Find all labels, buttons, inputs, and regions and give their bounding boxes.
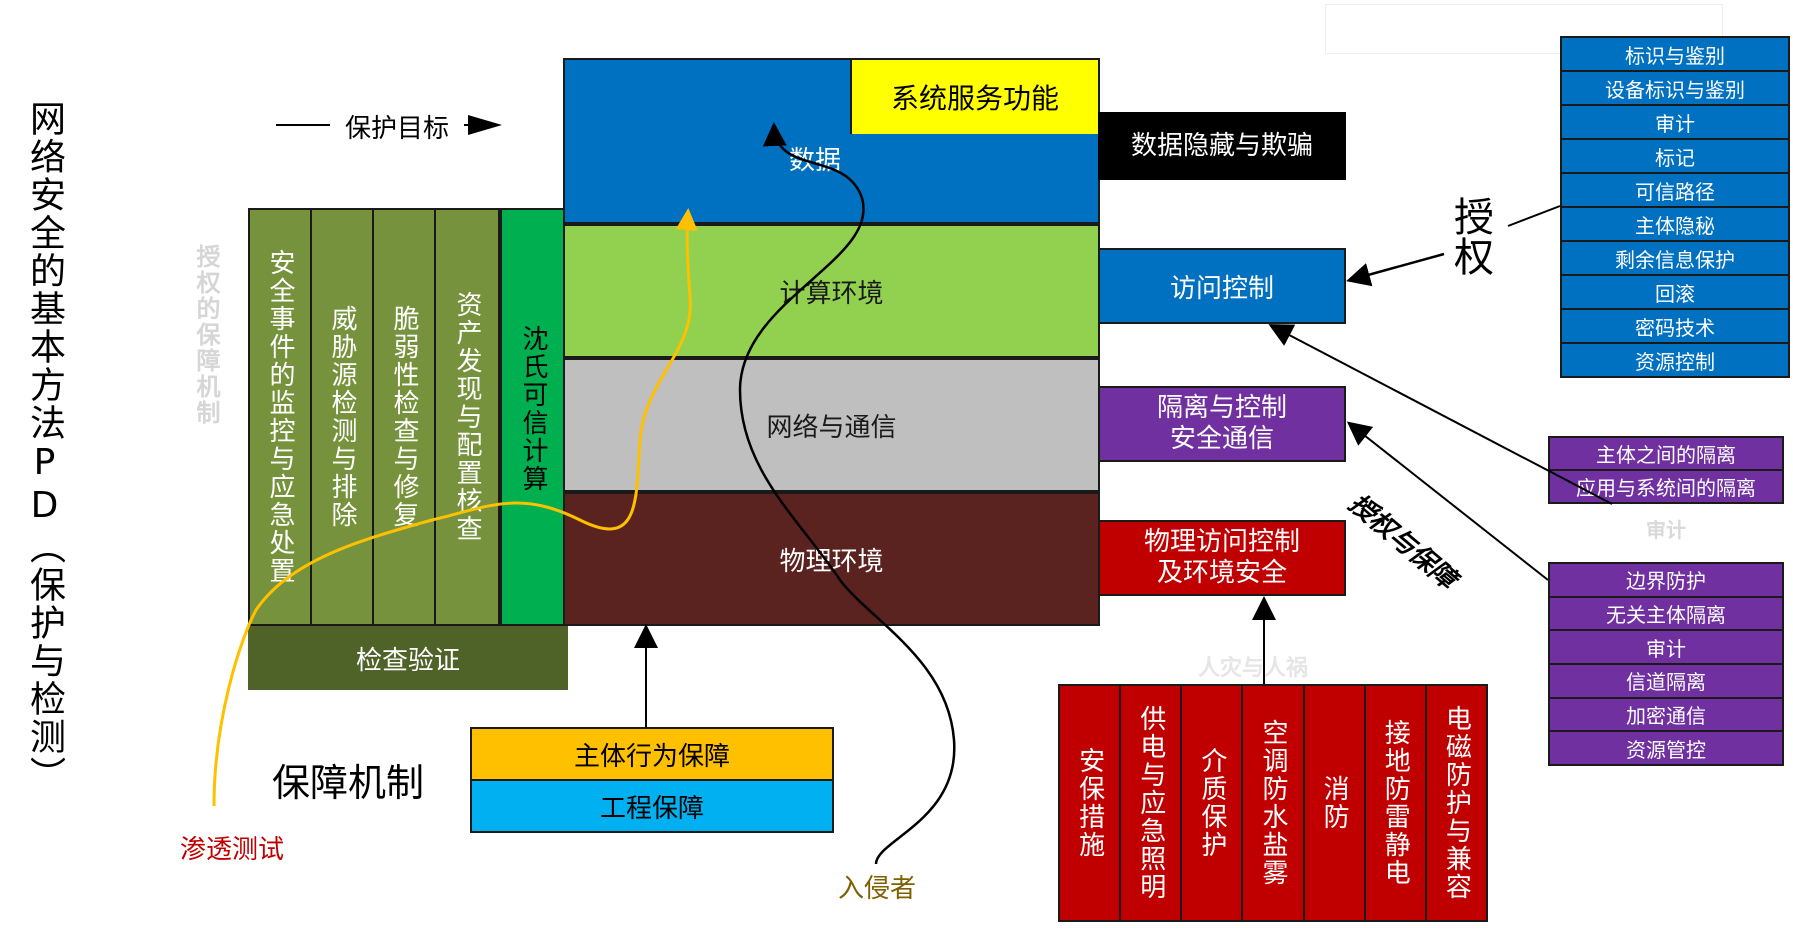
physical-col-label: 介质保护 bbox=[1196, 747, 1227, 859]
physical-col-label: 安保措施 bbox=[1074, 747, 1105, 859]
isolation-line-1: 隔离与控制 bbox=[1156, 393, 1287, 423]
physical-col-group: 安保措施 供电与应急照明 介质保护 空调防水盐雾 消防 接地防雷静电 电磁防护与… bbox=[1058, 684, 1488, 922]
auth-list-connector bbox=[1507, 205, 1561, 227]
isolation-list-b-item: 资源管控 bbox=[1548, 730, 1784, 767]
engineering-guarantee-box: 工程保障 bbox=[470, 781, 834, 833]
physical-col: 介质保护 bbox=[1180, 684, 1242, 922]
physical-col: 空调防水盐雾 bbox=[1241, 684, 1303, 922]
isolation-list-b-item: 边界防护 bbox=[1548, 562, 1784, 596]
isolation-list-b: 边界防护 无关主体隔离 审计 信道隔离 加密通信 资源管控 bbox=[1548, 562, 1784, 767]
isolation-list-a: 主体之间的隔离 应用与系统间的隔离 bbox=[1548, 436, 1784, 504]
diagram-title: 网络安全的基本方法PD（保护与检测） bbox=[24, 100, 65, 794]
detect-col-asset: 资产发现与配置核查 bbox=[434, 208, 500, 626]
detect-col-label: 脆弱性检查与修复 bbox=[389, 305, 419, 529]
auth-label: 授权 bbox=[1447, 196, 1493, 276]
physical-col: 安保措施 bbox=[1058, 684, 1120, 922]
isolation-list-b-item: 审计 bbox=[1548, 629, 1784, 664]
physical-col-label: 电磁防护与兼容 bbox=[1441, 705, 1472, 901]
ghost-auth-mechanism: 授权的保障机制 bbox=[192, 244, 220, 426]
ghost-disaster-label: 人灾与人祸 bbox=[1198, 656, 1309, 681]
layer-physical: 物理环境 bbox=[563, 492, 1100, 626]
physical-col-label: 消防 bbox=[1319, 775, 1350, 831]
check-verify-bar: 检查验证 bbox=[248, 626, 568, 690]
auth-list-item: 标识与鉴别 bbox=[1560, 36, 1790, 70]
auth-list-item: 审计 bbox=[1560, 104, 1790, 138]
isolation-list-a-item: 主体之间的隔离 bbox=[1548, 436, 1784, 469]
behavior-guarantee-box: 主体行为保障 bbox=[470, 727, 834, 781]
pentest-path bbox=[212, 208, 698, 807]
physical-col-label: 供电与应急照明 bbox=[1135, 705, 1166, 901]
physical-col: 供电与应急照明 bbox=[1119, 684, 1181, 922]
isolation-list-b-item: 无关主体隔离 bbox=[1548, 595, 1784, 630]
physical-access-box: 物理访问控制 及环境安全 bbox=[1098, 520, 1346, 596]
isolation-a-to-access-arrow bbox=[1268, 324, 1613, 505]
detect-col-vuln: 脆弱性检查与修复 bbox=[372, 208, 436, 626]
isolation-line-2: 安全通信 bbox=[1169, 424, 1274, 454]
guarantee-title: 保障机制 bbox=[272, 761, 425, 805]
physical-access-line-1: 物理访问控制 bbox=[1143, 527, 1300, 557]
auth-list-item: 标记 bbox=[1560, 138, 1790, 172]
physical-col-label: 空调防水盐雾 bbox=[1257, 719, 1288, 887]
detect-col-label: 安全事件的监控与应急处置 bbox=[265, 249, 295, 585]
physical-col: 电磁防护与兼容 bbox=[1424, 684, 1488, 922]
protect-goal-arrowhead-icon bbox=[468, 115, 502, 135]
auth-list-item: 密码技术 bbox=[1560, 308, 1790, 342]
auth-list-item: 设备标识与鉴别 bbox=[1560, 70, 1790, 104]
auth-list-item: 回滚 bbox=[1560, 274, 1790, 308]
auth-list: 标识与鉴别 设备标识与鉴别 审计 标记 可信路径 主体隐秘 剩余信息保护 回滚 … bbox=[1560, 36, 1790, 378]
isolation-list-b-item: 信道隔离 bbox=[1548, 663, 1784, 697]
blank-frame bbox=[1325, 4, 1723, 54]
isolation-control-box: 隔离与控制 安全通信 bbox=[1098, 386, 1346, 462]
auth-list-item: 资源控制 bbox=[1560, 342, 1790, 378]
layer-network: 网络与通信 bbox=[563, 358, 1100, 492]
access-control-box: 访问控制 bbox=[1098, 248, 1346, 324]
isolation-list-a-item: 应用与系统间的隔离 bbox=[1548, 469, 1784, 504]
auth-list-item: 可信路径 bbox=[1560, 172, 1790, 206]
physical-col: 接地防雷静电 bbox=[1363, 684, 1425, 922]
detect-col-threat: 威胁源检测与排除 bbox=[310, 208, 374, 626]
isolation-list-b-item: 加密通信 bbox=[1548, 696, 1784, 731]
ghost-audit: 审计 bbox=[1646, 518, 1686, 542]
pentest-label: 渗透测试 bbox=[180, 835, 285, 865]
data-hiding-box: 数据隐藏与欺骗 bbox=[1098, 112, 1346, 180]
detect-col-label: 威胁源检测与排除 bbox=[327, 305, 357, 529]
auth-list-item: 剩余信息保护 bbox=[1560, 240, 1790, 274]
isolation-b-to-isolation-arrow bbox=[1346, 421, 1549, 581]
detect-col-label: 资产发现与配置核查 bbox=[452, 291, 482, 543]
trust-computing-label: 沈氏可信计算 bbox=[518, 325, 548, 493]
layer-system-service: 系统服务功能 bbox=[850, 58, 1100, 134]
protect-goal-label: 保护目标 bbox=[330, 110, 464, 144]
physical-col: 消防 bbox=[1302, 684, 1364, 922]
physical-col-label: 接地防雷静电 bbox=[1380, 719, 1411, 887]
data-hiding-label: 数据隐藏与欺骗 bbox=[1130, 131, 1313, 161]
auth-list-item: 主体隐秘 bbox=[1560, 206, 1790, 240]
intruder-label: 入侵者 bbox=[838, 874, 917, 904]
auth-to-access-arrow bbox=[1346, 252, 1445, 287]
physical-access-line-2: 及环境安全 bbox=[1156, 558, 1287, 588]
intruder-path bbox=[738, 122, 956, 865]
